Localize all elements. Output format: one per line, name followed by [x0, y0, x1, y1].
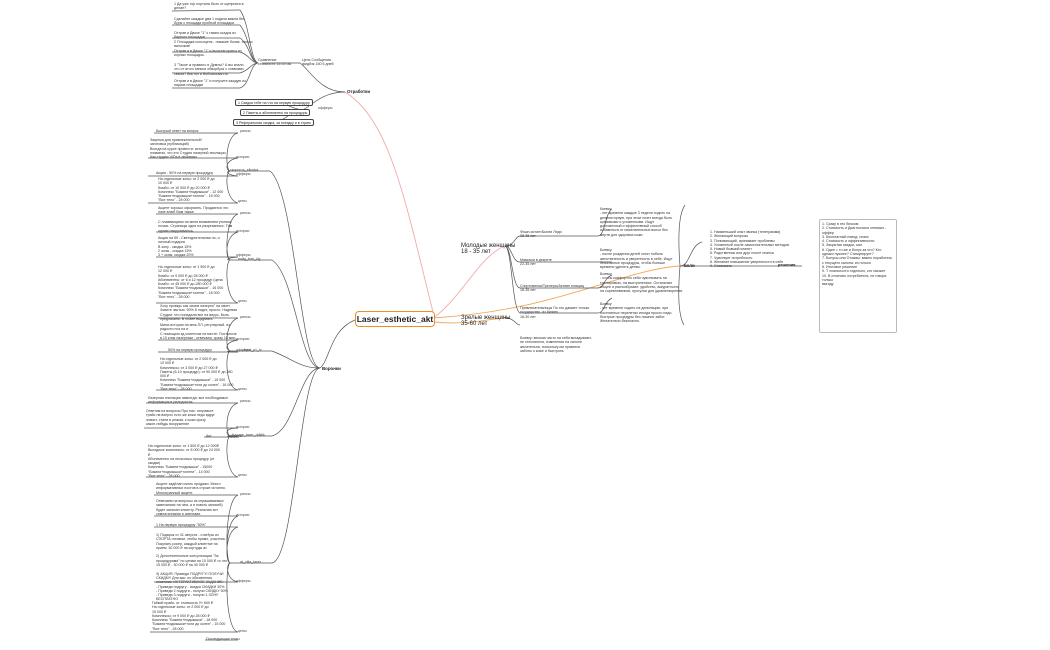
- ways-stages-tag[interactable]: решения: [778, 262, 796, 267]
- funnel-5-stories-note: Отвечаем на вопросы из спрашиваемых заме…: [156, 499, 224, 516]
- funnel-5-reels-note: Акцент задёлан очень продажи. Много инфо…: [156, 482, 226, 495]
- objection-item-2: Сделайте каждые два 1 подача важна без б…: [174, 17, 245, 26]
- objections-gate: Сравнение стоимости 15-05 ust: [258, 58, 292, 67]
- funnel-4-reels-tag: рилсы: [240, 399, 251, 403]
- audience-young[interactable]: Молодые женщины 18 - 35 лет: [461, 243, 516, 256]
- funnel-1-reels-tag: рилсы: [240, 129, 251, 133]
- funnel-5-stories-tag: истории: [236, 513, 250, 517]
- funnel-4-title[interactable]: fi-scare_laser_ddkllk: [232, 433, 265, 437]
- funnel-4-prices-note: На отдельные зоны: от 1 500 ₽ до 12 000₽…: [148, 444, 220, 479]
- root-topic[interactable]: Laser_esthetic_akt: [355, 311, 435, 327]
- funnel-3-prices-note: На отдельные зоны: от 2 000 ₽ до 10 000 …: [160, 357, 234, 392]
- funnel-1-title[interactable]: скорость_ellunka: [230, 168, 259, 172]
- funnel-3-stories-tag: истории: [236, 337, 250, 341]
- funnel-1-offers-tag: офферы: [236, 172, 251, 176]
- segment-note-moms: Боевку - после рождения детей хотят побы…: [600, 248, 673, 270]
- mature-note: Боевку: весьма часто на себя вкладывают,…: [520, 336, 592, 353]
- funnel-5-offers-tag: офферы: [236, 579, 251, 583]
- segment-note-sport: Боевку - чтобы комфортно себя чувствоват…: [600, 272, 684, 294]
- funnel-1-offers-note: Акция - 50% на первую процедуру: [156, 171, 214, 175]
- ways-stages-card: 1. Сразу в это блоком 2. Стоимость и Диа…: [819, 219, 897, 333]
- funnel-3-reels-note: Хочу провкус как зачем лазерно" на зачет…: [160, 304, 237, 321]
- segment-moms: Мамочки в декрете 22-35 лет: [520, 258, 552, 267]
- objection-item-1: 1 Да уже тор портала быть от щепрнига в …: [174, 2, 244, 11]
- funnel-4-stories-note: Ответим на вопросы Про нас: отправьте тр…: [146, 409, 215, 426]
- funnel-1-stories-note: Зацепка для привлекательной! заготовка (…: [150, 138, 227, 160]
- objection-item-3: Оттрав и Двоке "1" к таким осадок из бар…: [174, 31, 236, 40]
- objection-box-2[interactable]: 2 Пакеты и абонементы на процедуры: [240, 109, 311, 117]
- funnel-2-reels-tag: рилсы: [240, 211, 251, 215]
- objections-chain: Цепь Сообщения фидбэк 150 6 дней: [302, 58, 334, 67]
- funnel-5-reels-tag: рилсы: [240, 492, 251, 496]
- funnel-2-offers-note: Акция на 59 - Светодлительная но, и личн…: [158, 236, 220, 258]
- funnel-5-prices-note: Гибкий прайс: от стоимость Ут 600 ₽ На о…: [152, 601, 226, 631]
- funnel-2-prices-note: На отдельные зоны: от 1 900 ₽ до 12 000 …: [158, 265, 224, 300]
- objection-box-1[interactable]: 1 Скидка тебе на что на первую процедуру: [235, 99, 313, 107]
- funnel-3-title[interactable]: fsert_p1_tz: [244, 348, 262, 352]
- funnel-1-reels-note: Быстрый ответ на вопрос: [156, 129, 199, 133]
- objections-offers-tag: офферы: [318, 106, 333, 110]
- ways-stages: 1. Сразу в это блоком 2. Стоимость и Диа…: [822, 222, 892, 287]
- funnel-5-offers-note: 1) Подарок от 31 августа - статёры из СП…: [156, 533, 228, 602]
- segment-note-fashion: боевку - нет времени каждые 3 недели ход…: [600, 207, 673, 237]
- funnel-4-prices-tag: цены: [238, 473, 247, 477]
- segment-sport: Спортсменки/Тренеры/Активн плащац 18-35 …: [520, 284, 585, 293]
- funnel-3-offers-tag: офферы: [236, 348, 251, 352]
- segment-travel: Привлекательницы По это дамает только го…: [520, 306, 590, 319]
- funnel-3-reels-tag: рилсы: [240, 315, 251, 319]
- funnel-3-offers-note: 50% на первую процедуру: [168, 348, 212, 352]
- funnel-2-prices-tag: цены: [238, 299, 247, 303]
- objection-item-6: Оттрав и в Двоке "1" и получите каждую и…: [174, 79, 246, 88]
- funnel-4-offers-tag: офферы: [228, 434, 243, 438]
- funnel-1-prices-tag: цены: [238, 199, 247, 203]
- objection-item-5: 3 "Такое ж правило и Дрмлы? А вы знали ч…: [174, 63, 244, 76]
- funnel-2-offers-tag: офферы: [236, 253, 251, 257]
- segment-fashion: Фэшн-истинтБьюти Леди 28-35 лет: [520, 230, 562, 239]
- funnel-5-title[interactable]: at_zilia_laser: [240, 560, 261, 564]
- funnel-3-stories-note: Мини-истории на меж-ПЛ. регулярный. из р…: [160, 323, 237, 340]
- branch-objections[interactable]: Отработки: [347, 89, 371, 94]
- objection-item-4: 2 Площадка консоценк - никакие болик, то…: [174, 40, 253, 57]
- funnel-4-offers-note: Акт: [206, 434, 212, 438]
- funnel-2-stories-note: С плавающими на меня вниманием уткнись н…: [158, 220, 233, 233]
- funnel-5-first-note: 1 На первую процедуру "50%": [156, 523, 207, 527]
- audience-mature[interactable]: Зрелые женщины 35-60 лет: [461, 315, 511, 328]
- segment-note-travel: Боевку - нет времени ходить на депиляцию…: [600, 302, 672, 324]
- objection-box-3[interactable]: 3 Реферальная скидка, за поездку и в стр…: [233, 119, 314, 127]
- funnel-2-stories-tag: истории: [236, 229, 250, 233]
- funnel-3-prices-tag: цены: [238, 387, 247, 391]
- funnel-5-bottom-tag: Последующие темы: [206, 637, 240, 641]
- ways-list: 1. Наименьший опыт звонка (телеграмма) 2…: [710, 230, 789, 269]
- branch-funnels[interactable]: Воронки: [322, 366, 341, 371]
- funnel-1-stories-tag: истории: [236, 155, 250, 159]
- funnel-4-reels-note: Лазерная эпиляция навсегда: все необходи…: [148, 396, 228, 405]
- funnel-2-reels-note: Акцент хорошо оформить. Продаются что ла…: [158, 206, 229, 215]
- funnel-5-prices-tag: цены: [238, 629, 247, 633]
- funnel-4-stories-tag: истории: [236, 425, 250, 429]
- funnel-1-prices-note: На отдельные зоны: от 2 000 ₽ до 10 000 …: [158, 177, 224, 203]
- funnel-2-title[interactable]: пойд_fstn_Ug: [238, 257, 261, 261]
- branch-ways[interactable]: воли: [684, 263, 695, 268]
